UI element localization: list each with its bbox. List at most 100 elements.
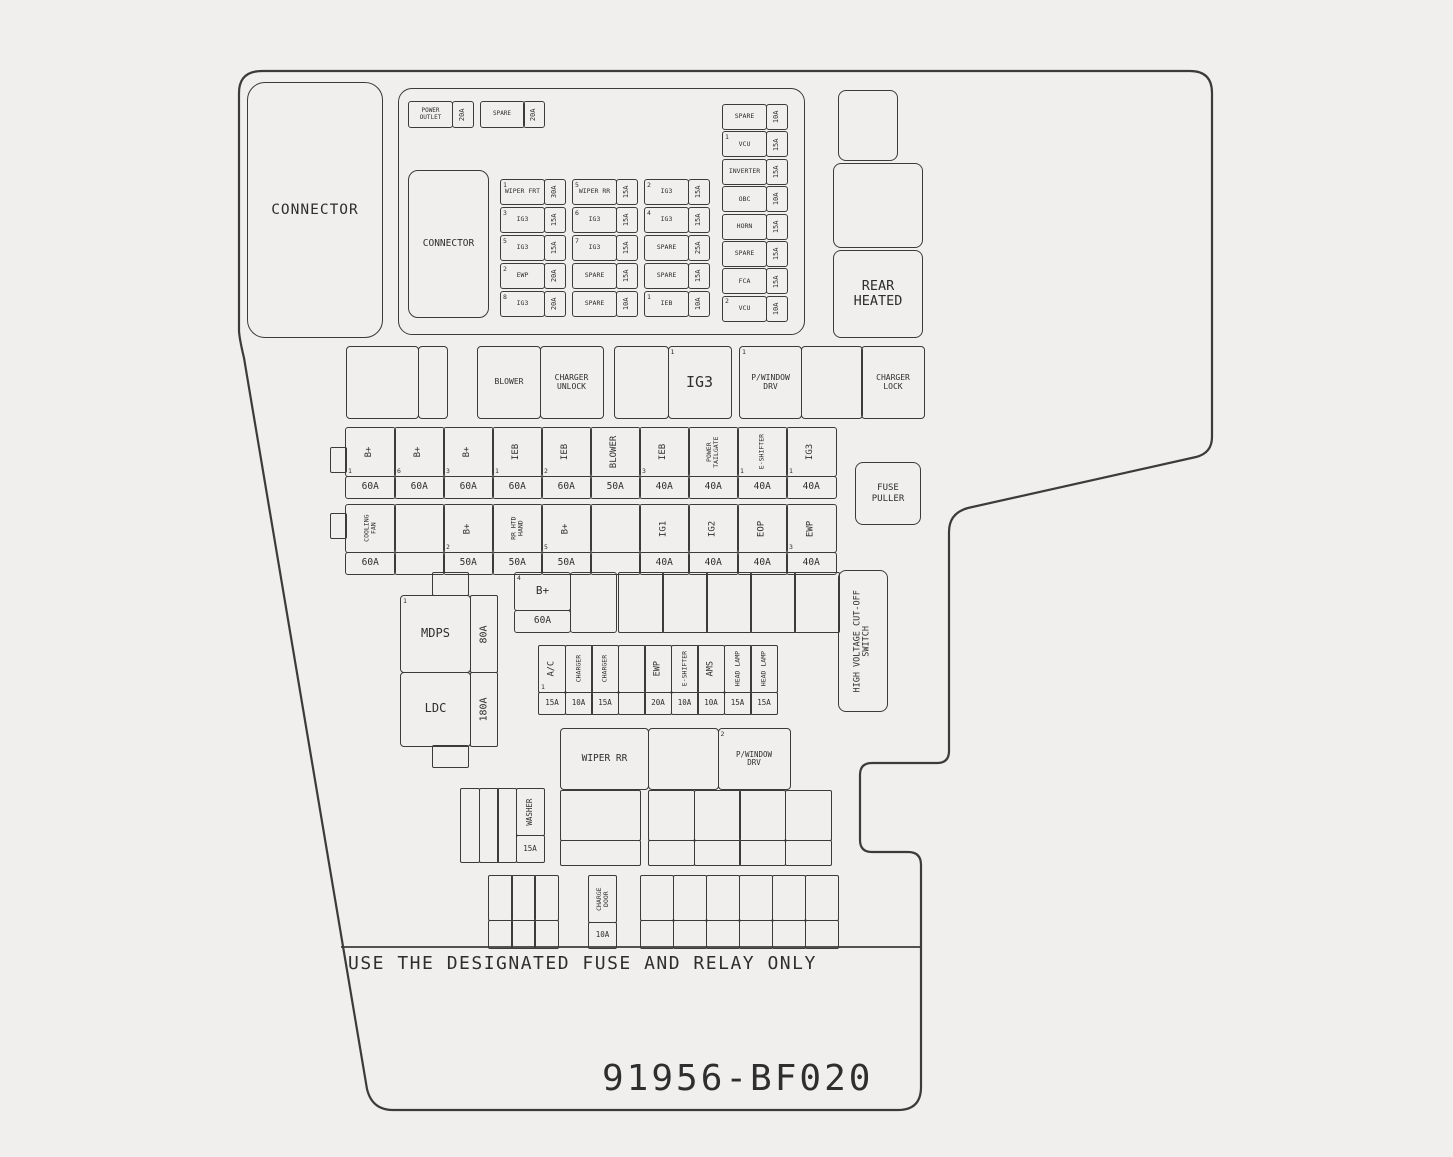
fuse-amp: 15A [515, 834, 545, 863]
fuse-spare: SPARE [644, 235, 689, 261]
label: B+ [413, 446, 424, 458]
label: IEB [660, 299, 673, 308]
fuse-slot [640, 919, 675, 949]
amp-rating: 10A [704, 697, 718, 707]
relay-blank [569, 572, 617, 633]
amp-rating: 40A [704, 556, 722, 568]
fuse-index: 5 [544, 543, 548, 551]
fuse-slot [460, 788, 480, 863]
fuse-amp: 10A [670, 691, 699, 715]
amp-rating: 15A [771, 247, 780, 261]
relay-slot [739, 790, 786, 841]
label: IEB [511, 443, 522, 461]
fuse-spare: SPARE [572, 291, 617, 317]
fuse-index: 6 [575, 208, 579, 217]
fuse-slot [672, 919, 708, 949]
relay-slot [706, 572, 752, 633]
fuse-amp: 80A [469, 595, 498, 673]
label: EWP [652, 661, 663, 677]
fuse-index: 2 [647, 180, 651, 189]
amp-rating: 40A [753, 480, 771, 492]
fuse-amp: 40A [639, 551, 690, 575]
amp-rating: 15A [771, 138, 780, 151]
fuse-index: 1 [541, 683, 545, 691]
amp-rating: 40A [753, 556, 771, 568]
label: B+ [535, 584, 550, 598]
fuse-slot [804, 875, 839, 921]
hv-cutoff-switch-label: HIGH VOLTAGE CUT-OFF SWITCH [852, 589, 872, 693]
amp-rating: 60A [557, 480, 575, 492]
label: IG3 [660, 187, 673, 196]
fuse-slot [511, 919, 536, 949]
mount-tab [432, 572, 469, 596]
fuse-amp: 20A [644, 691, 672, 715]
connector-inner: CONNECTOR [408, 170, 489, 318]
amp-rating: 15A [549, 213, 558, 227]
fuse-amp: 60A [541, 475, 592, 499]
fuse-amp: 60A [443, 475, 494, 499]
amp-rating: 40A [704, 480, 722, 492]
fuse-amp: 15A [615, 207, 638, 233]
label: HEAD LAMP [732, 651, 741, 687]
fuse-amp: 20A [543, 291, 566, 317]
mount-tab [330, 447, 347, 473]
fuse-amp: 15A [687, 179, 710, 205]
relay-slot [662, 572, 708, 633]
label: SPARE [656, 243, 677, 252]
label: E-SHIFTER [757, 434, 766, 470]
mount-tab [432, 745, 469, 768]
label: SPARE [734, 112, 755, 121]
fuse-amp: 40A [688, 551, 739, 575]
fuse-ewp: EWP [644, 645, 672, 693]
label: POWER TAILGATE [705, 436, 721, 468]
fuse-eop: EOP [737, 504, 788, 553]
fuse-slot [738, 875, 774, 921]
fuse-index: 1 [742, 347, 746, 356]
fuse-index: 1 [348, 467, 352, 475]
fuse-slot [640, 875, 675, 921]
label: BLOWER [494, 377, 524, 387]
amp-rating: 60A [361, 480, 379, 492]
label: IG3 [660, 215, 673, 224]
relay-blank [800, 346, 863, 419]
fuse-spare: SPARE [644, 263, 689, 289]
fuse-slot [693, 839, 741, 866]
amp-rating: 15A [621, 269, 630, 283]
amp-rating: 20A [549, 269, 558, 283]
fuse-amp: 60A [492, 475, 543, 499]
fuse-amp: 60A [514, 609, 571, 633]
label: IG1 [658, 520, 669, 537]
rear-heated-label: REAR HEATED [853, 277, 903, 309]
amp-rating: 15A [693, 213, 702, 227]
fuse-amp: 180A [469, 671, 498, 747]
label: IG3 [685, 373, 714, 392]
relay-charger-unlock: CHARGER UNLOCK [539, 346, 604, 419]
amp-rating: 15A [693, 269, 702, 283]
amp-rating: 20A [651, 697, 665, 707]
label: P/WINDOW DRV [751, 372, 790, 391]
fuse-b-plus: B+5 [541, 504, 592, 553]
fuse-b-plus: B+3 [443, 427, 494, 477]
fuse-amp: 60A [345, 551, 396, 575]
fuse-obc: OBC [722, 186, 767, 213]
fuse-amp: 10A [765, 295, 788, 322]
label: B+ [462, 523, 473, 534]
fuse-spare: SPARE [722, 241, 767, 267]
label: SPARE [492, 110, 512, 118]
fuse-slot [534, 875, 560, 921]
fuse-slot [648, 839, 695, 866]
fuse-index: 1 [503, 180, 507, 189]
notice-text: USE THE DESIGNATED FUSE AND RELAY ONLY [348, 953, 817, 974]
fuse-slot [738, 919, 774, 949]
amp-rating: 80A [478, 624, 489, 644]
